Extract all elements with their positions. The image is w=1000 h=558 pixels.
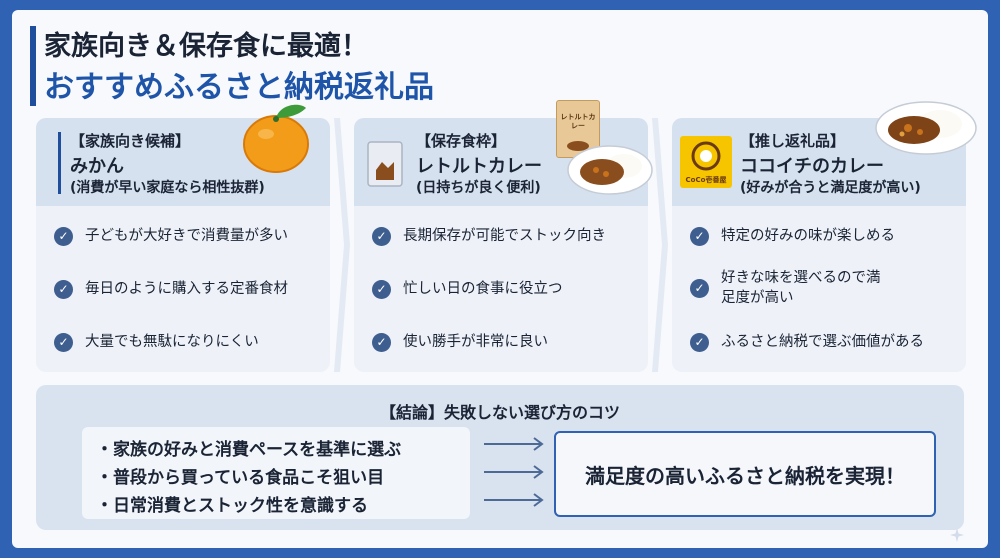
mandarin-orange-icon bbox=[243, 104, 309, 173]
pack-label: レトルトカレー bbox=[560, 113, 596, 130]
list-item: ✓ 毎日のように購入する定番食材 bbox=[54, 279, 324, 299]
header-accent-bar bbox=[58, 132, 61, 194]
arrow-right-icon bbox=[484, 437, 544, 451]
check-icon: ✓ bbox=[54, 226, 73, 246]
list-item: ✓ 長期保存が可能でストック向き bbox=[372, 226, 642, 246]
point-text: 忙しい日の食事に役立つ bbox=[403, 281, 563, 297]
card-tag: 【推し返礼品】 bbox=[740, 132, 846, 150]
list-item: ✓ 特定の好みの味が楽しめる bbox=[690, 226, 960, 246]
page-title-line2: おすすめふるさと納税返礼品 bbox=[44, 70, 434, 105]
page-title-line1: 家族向き＆保存食に最適！ bbox=[44, 31, 368, 62]
point-text: 特定の好みの味が楽しめる bbox=[721, 228, 895, 244]
check-icon: ✓ bbox=[690, 278, 709, 298]
chevron-right-icon bbox=[334, 118, 350, 372]
card-name: みかん bbox=[70, 156, 124, 177]
point-text: 好きな味を選べるので満足度が高い bbox=[721, 270, 881, 306]
card-subtitle: (消費が早い家庭なら相性抜群) bbox=[70, 180, 265, 196]
card-subtitle: (好みが合うと満足度が高い) bbox=[740, 180, 921, 196]
tip-line: ・家族の好みと消費ペースを基準に選ぶ bbox=[96, 440, 402, 460]
list-item: ✓ ふるさと納税で選ぶ価値がある bbox=[690, 332, 960, 352]
sparkle-icon bbox=[950, 528, 964, 542]
point-text: 子どもが大好きで消費量が多い bbox=[85, 228, 288, 244]
card-subtitle: (日持ちが良く便利) bbox=[416, 180, 541, 196]
card-tag: 【保存食枠】 bbox=[416, 132, 507, 150]
pouch-icon bbox=[367, 141, 403, 187]
card-name: レトルトカレー bbox=[416, 156, 542, 177]
point-text: 長期保存が可能でストック向き bbox=[403, 228, 606, 244]
tip-line: ・普段から買っている食品こそ狙い目 bbox=[96, 468, 385, 488]
check-icon: ✓ bbox=[690, 226, 709, 246]
curry-plate-icon bbox=[567, 145, 653, 195]
chevron-right-icon bbox=[652, 118, 668, 372]
conclusion-panel: 【結論】失敗しない選び方のコツ ・家族の好みと消費ペースを基準に選ぶ ・普段から… bbox=[36, 385, 964, 530]
list-item: ✓ 忙しい日の食事に役立つ bbox=[372, 279, 642, 299]
check-icon: ✓ bbox=[372, 226, 391, 246]
coco-ichibanya-logo: CoCo壱番屋 bbox=[680, 136, 732, 188]
logo-text: CoCo壱番屋 bbox=[685, 176, 727, 184]
check-icon: ✓ bbox=[372, 279, 391, 299]
list-item: ✓ 好きな味を選べるので満足度が高い bbox=[690, 268, 890, 308]
card-tag: 【家族向き候補】 bbox=[70, 132, 191, 150]
tip-line: ・日常消費とストック性を意識する bbox=[96, 496, 368, 516]
check-icon: ✓ bbox=[690, 332, 709, 352]
list-item: ✓ 大量でも無駄になりにくい bbox=[54, 332, 324, 352]
point-text: 大量でも無駄になりにくい bbox=[85, 334, 259, 350]
check-icon: ✓ bbox=[54, 279, 73, 299]
check-icon: ✓ bbox=[372, 332, 391, 352]
point-text: 使い勝手が非常に良い bbox=[403, 334, 548, 350]
check-icon: ✓ bbox=[54, 332, 73, 352]
card-name: ココイチのカレー bbox=[740, 156, 884, 177]
arrow-right-icon bbox=[484, 493, 544, 507]
result-text: 満足度の高いふるさと納税を実現！ bbox=[585, 463, 905, 488]
card-recommended: CoCo壱番屋 【推し返礼品】 ココイチのカレー (好みが合うと満足度が高い) … bbox=[672, 118, 966, 372]
curry-rice-plate-icon bbox=[875, 101, 977, 155]
logo-emblem-icon bbox=[691, 141, 721, 171]
conclusion-title: 【結論】失敗しない選び方のコツ bbox=[379, 403, 620, 422]
arrow-right-icon bbox=[484, 465, 544, 479]
point-text: ふるさと納税で選ぶ価値がある bbox=[721, 334, 924, 350]
list-item: ✓ 子どもが大好きで消費量が多い bbox=[54, 226, 324, 246]
point-text: 毎日のように購入する定番食材 bbox=[85, 281, 288, 297]
title-accent-bar bbox=[30, 26, 36, 106]
list-item: ✓ 使い勝手が非常に良い bbox=[372, 332, 642, 352]
pack-curry-image bbox=[567, 141, 589, 151]
tips-box: ・家族の好みと消費ペースを基準に選ぶ ・普段から買っている食品こそ狙い目 ・日常… bbox=[82, 427, 470, 519]
result-box: 満足度の高いふるさと納税を実現！ bbox=[554, 431, 936, 517]
